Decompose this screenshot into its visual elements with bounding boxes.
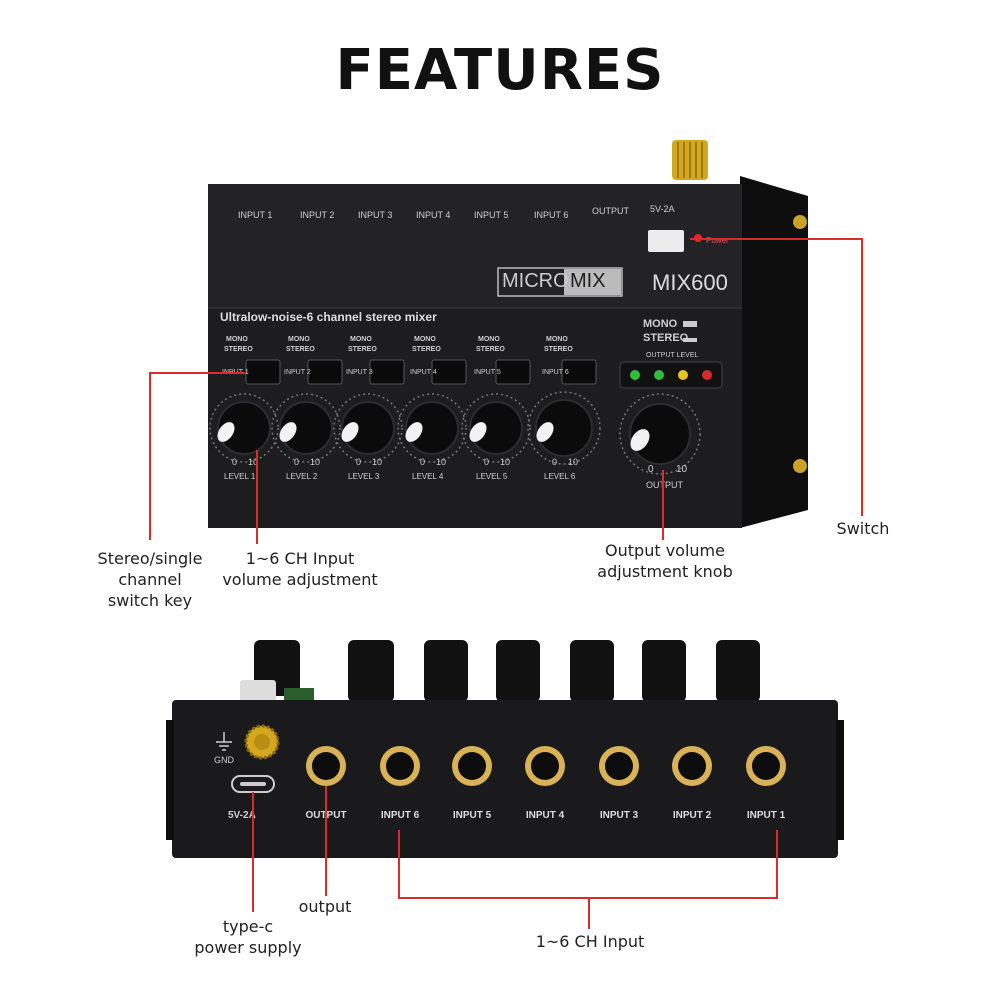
- channel-2-stereo-label: STEREO: [286, 346, 315, 353]
- callout-ch-volume: 1~6 CH Input volume adjustment: [210, 548, 390, 590]
- top-power-spec: 5V-2A: [650, 204, 675, 214]
- channel-2-scale-min: 0: [294, 457, 300, 467]
- top-input-1-label: INPUT 1: [238, 210, 273, 220]
- output-led-4: [702, 370, 712, 380]
- channel-4-scale-max: 10: [436, 457, 447, 467]
- stereo-legend: STEREO: [643, 332, 689, 344]
- jack-label-6: INPUT 2: [672, 810, 712, 821]
- channel-5-mono-label: MONO: [478, 336, 500, 343]
- jack-label-2: INPUT 6: [380, 810, 420, 821]
- channel-5-level-label: LEVEL 5: [476, 472, 508, 481]
- top-input-2-label: INPUT 2: [300, 210, 335, 220]
- jack-label-7: INPUT 1: [746, 810, 786, 821]
- callout-type-c: type-c power supply: [178, 916, 318, 958]
- callout-type-c-line1: type-c: [222, 917, 274, 936]
- output-led-1: [630, 370, 640, 380]
- channel-3-switch-label: INPUT 3: [346, 369, 373, 376]
- channel-5-stereo-label: STEREO: [476, 346, 505, 353]
- channel-1-stereo-label: STEREO: [224, 346, 253, 353]
- channel-3-stereo-label: STEREO: [348, 346, 377, 353]
- jack-label-3: INPUT 5: [452, 810, 492, 821]
- channel-2-mono-label: MONO: [288, 336, 310, 343]
- channel-3-mono-label: MONO: [350, 336, 372, 343]
- callout-ch-volume-line2: volume adjustment: [222, 570, 378, 589]
- channel-3-scale-max: 10: [372, 457, 383, 467]
- top-output-label: OUTPUT: [592, 206, 629, 216]
- channel-4-level-label: LEVEL 4: [412, 472, 444, 481]
- channel-6-scale-min: 0: [552, 457, 558, 467]
- callout-output-volume-line1: Output volume: [605, 541, 725, 560]
- channel-1-mono-label: MONO: [226, 336, 248, 343]
- channel-2-level-label: LEVEL 2: [286, 472, 318, 481]
- channel-5-switch-label: INPUT 5: [474, 369, 501, 376]
- top-input-6-label: INPUT 6: [534, 210, 569, 220]
- channel-4-scale-min: 0: [420, 457, 426, 467]
- channel-1-scale-min: 0: [232, 457, 238, 467]
- top-input-5-label: INPUT 5: [474, 210, 509, 220]
- output-level-label: OUTPUT LEVEL: [646, 352, 699, 359]
- callout-stereo-switch-line2: channel: [118, 570, 182, 589]
- mono-legend: MONO: [643, 318, 678, 330]
- callout-output: output: [298, 897, 352, 916]
- channel-1-scale-max: 10: [248, 457, 259, 467]
- power-label: Power: [706, 236, 729, 245]
- output-knob-label: OUTPUT: [646, 480, 683, 490]
- callout-switch: Switch: [836, 519, 890, 538]
- output-led-3: [678, 370, 688, 380]
- channel-3-level-label: LEVEL 3: [348, 472, 380, 481]
- callout-type-c-line2: power supply: [194, 938, 302, 957]
- model-name: MIX600: [652, 270, 728, 295]
- callout-stereo-switch: Stereo/single channel switch key: [80, 548, 220, 611]
- channel-6-stereo-label: STEREO: [544, 346, 573, 353]
- channel-2-scale-max: 10: [310, 457, 321, 467]
- channel-4-stereo-label: STEREO: [412, 346, 441, 353]
- brand-micro: MICRO: [502, 270, 569, 292]
- brand-mix: MIX: [570, 270, 606, 292]
- callout-output-volume-line2: adjustment knob: [597, 562, 733, 581]
- channel-1-level-label: LEVEL 1: [224, 472, 256, 481]
- callout-ch-volume-line1: 1~6 CH Input: [245, 549, 355, 568]
- channel-3-scale-min: 0: [356, 457, 362, 467]
- channel-5-scale-max: 10: [500, 457, 511, 467]
- channel-6-level-label: LEVEL 6: [544, 472, 576, 481]
- callout-stereo-switch-line1: Stereo/single: [97, 549, 203, 568]
- callout-ch-input: 1~6 CH Input: [535, 932, 645, 951]
- channel-4-mono-label: MONO: [414, 336, 436, 343]
- jack-label-4: INPUT 4: [525, 810, 565, 821]
- output-scale-max: 10: [676, 464, 688, 475]
- power-button: [648, 230, 684, 252]
- channel-2-switch-label: INPUT 2: [284, 369, 311, 376]
- channel-4-switch-label: INPUT 4: [410, 369, 437, 376]
- callout-stereo-switch-line3: switch key: [107, 591, 193, 610]
- top-input-3-label: INPUT 3: [358, 210, 393, 220]
- output-scale-min: 0: [648, 464, 654, 475]
- gnd-label: GND: [214, 755, 234, 765]
- output-led-2: [654, 370, 664, 380]
- callout-output-volume: Output volume adjustment knob: [590, 540, 740, 582]
- channel-6-mono-label: MONO: [546, 336, 568, 343]
- channel-5-scale-min: 0: [484, 457, 490, 467]
- bottom-power-spec: 5V-2A: [228, 810, 256, 821]
- top-input-4-label: INPUT 4: [416, 210, 451, 220]
- jack-label-5: INPUT 3: [599, 810, 639, 821]
- channel-6-switch-label: INPUT 6: [542, 369, 569, 376]
- features-heading: FEATURES: [335, 38, 665, 103]
- channel-6-scale-max: 10: [568, 457, 579, 467]
- tagline: Ultralow-noise-6 channel stereo mixer: [220, 310, 437, 324]
